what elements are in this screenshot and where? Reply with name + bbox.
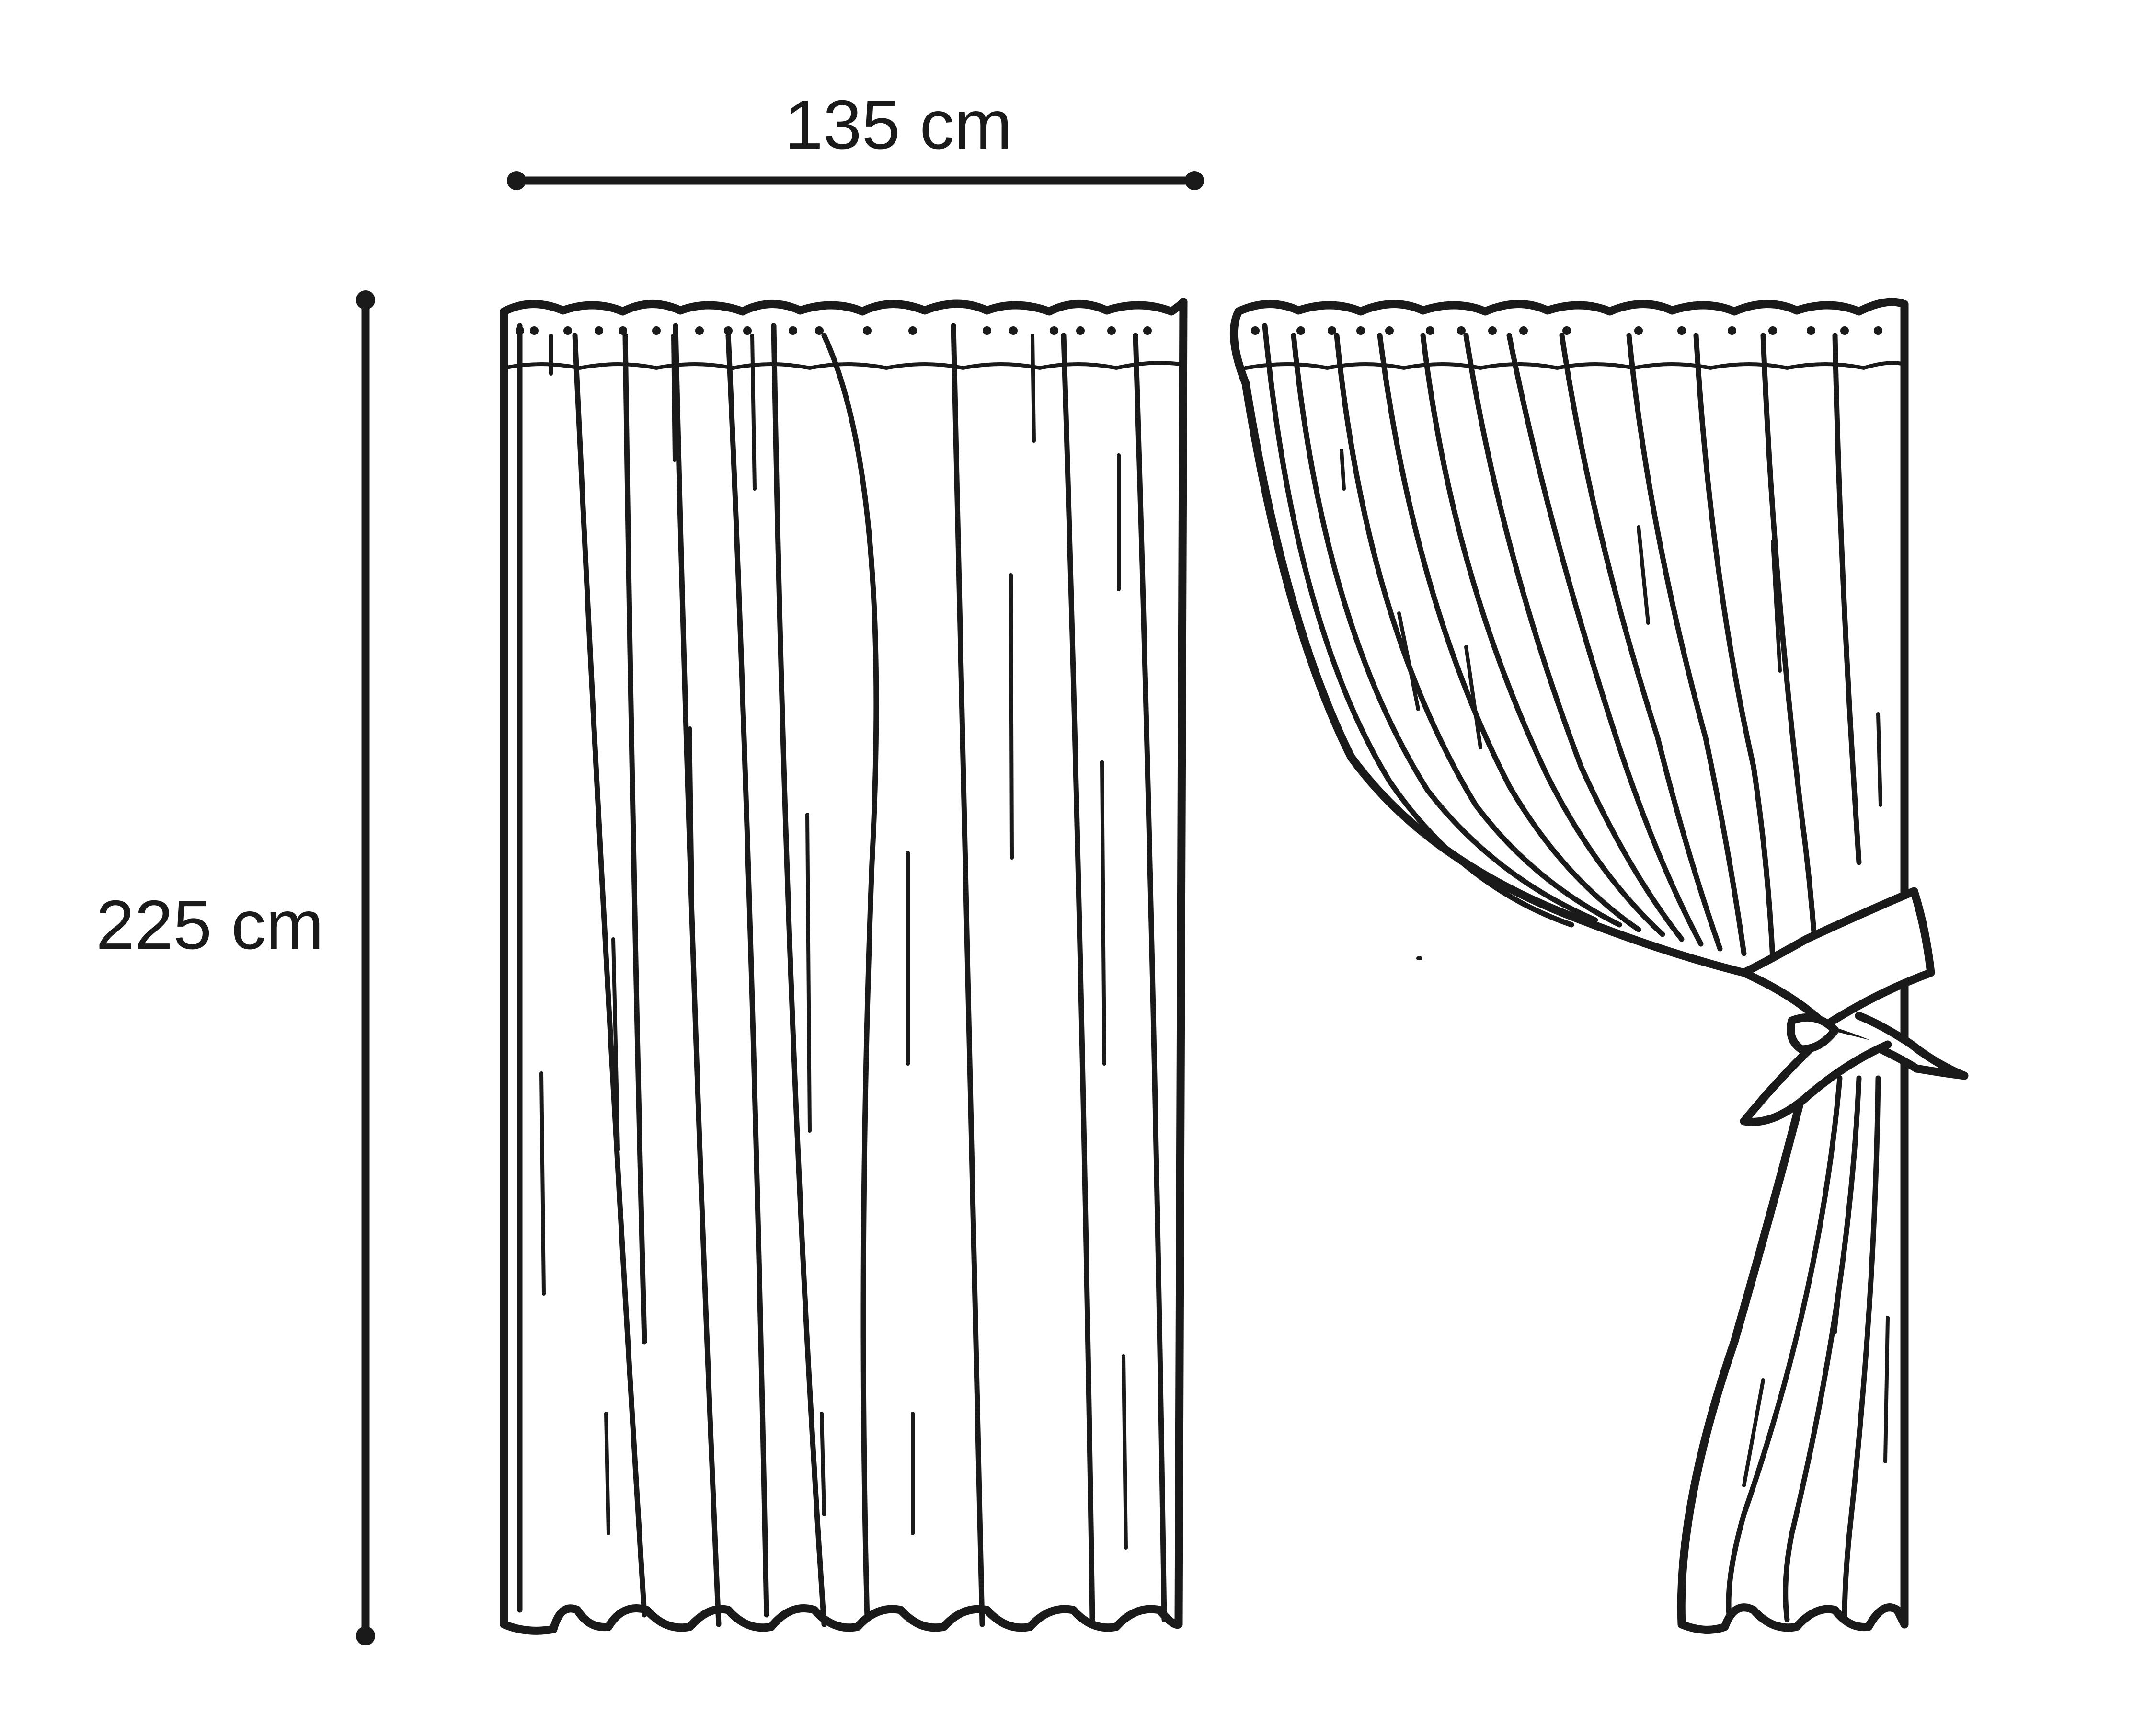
curtain-right-edge — [1174, 298, 1188, 1629]
tieback-bow-knot — [1787, 1013, 1839, 1054]
width-label: 135 cm — [784, 86, 1012, 163]
tied-curtain-header-band — [1244, 361, 1906, 370]
height-dimension: 225 cm — [96, 290, 375, 1645]
tied-curtain-outer-edge — [1229, 307, 1748, 977]
curtain-header-dots — [516, 326, 1152, 335]
tieback-bow-icon — [1740, 887, 1969, 1126]
width-dimension: 135 cm — [507, 86, 1204, 190]
tied-curtain-fold-lines — [1262, 323, 1882, 961]
straight-curtain-panel — [500, 298, 1188, 1635]
tieback-bow-tail-left — [1740, 1026, 1892, 1126]
height-dimension-end-dot — [356, 1626, 375, 1645]
curtain-bottom-hem — [500, 1604, 1183, 1635]
height-dimension-start-dot — [356, 290, 375, 310]
tied-curtain-lower-fold-lines — [1726, 1075, 1890, 1622]
width-dimension-end-dot — [1185, 171, 1204, 190]
tied-curtain-lower-edge — [1677, 1055, 1815, 1629]
height-label: 225 cm — [96, 886, 324, 964]
tied-back-curtain-panel — [1229, 298, 1969, 1634]
tied-curtain-bottom-hem — [1677, 1603, 1909, 1634]
curtain-header-top — [500, 298, 1188, 316]
tied-curtain-header-dots — [1251, 326, 1882, 335]
tied-curtain-header-top — [1234, 298, 1909, 316]
curtain-fold-lines — [517, 323, 1167, 1627]
width-dimension-start-dot — [507, 171, 526, 190]
curtain-header-band — [502, 361, 1183, 370]
